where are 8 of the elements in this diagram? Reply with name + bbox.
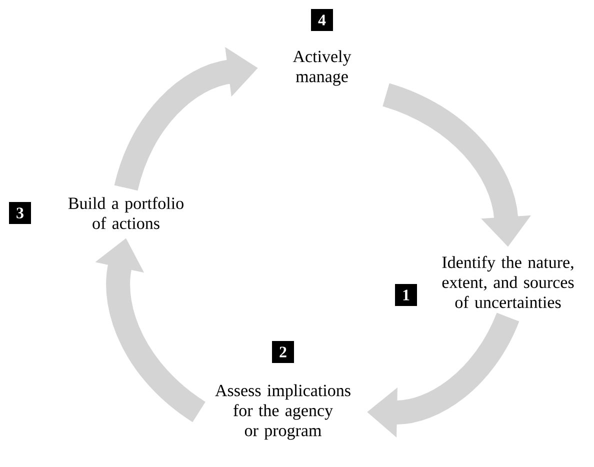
step-label: Identify the nature, extent, and sources of uncertainties	[442, 256, 574, 308]
number-badge: 4	[311, 9, 333, 31]
number-badge: 3	[9, 202, 31, 224]
number-badge: 1	[395, 284, 417, 306]
step-label: Actively manage	[292, 50, 352, 86]
step-label: Assess implications for the agency or program	[215, 384, 350, 440]
step-label: Build a portfolio of actions	[68, 196, 184, 230]
number-badge: 2	[272, 341, 294, 363]
